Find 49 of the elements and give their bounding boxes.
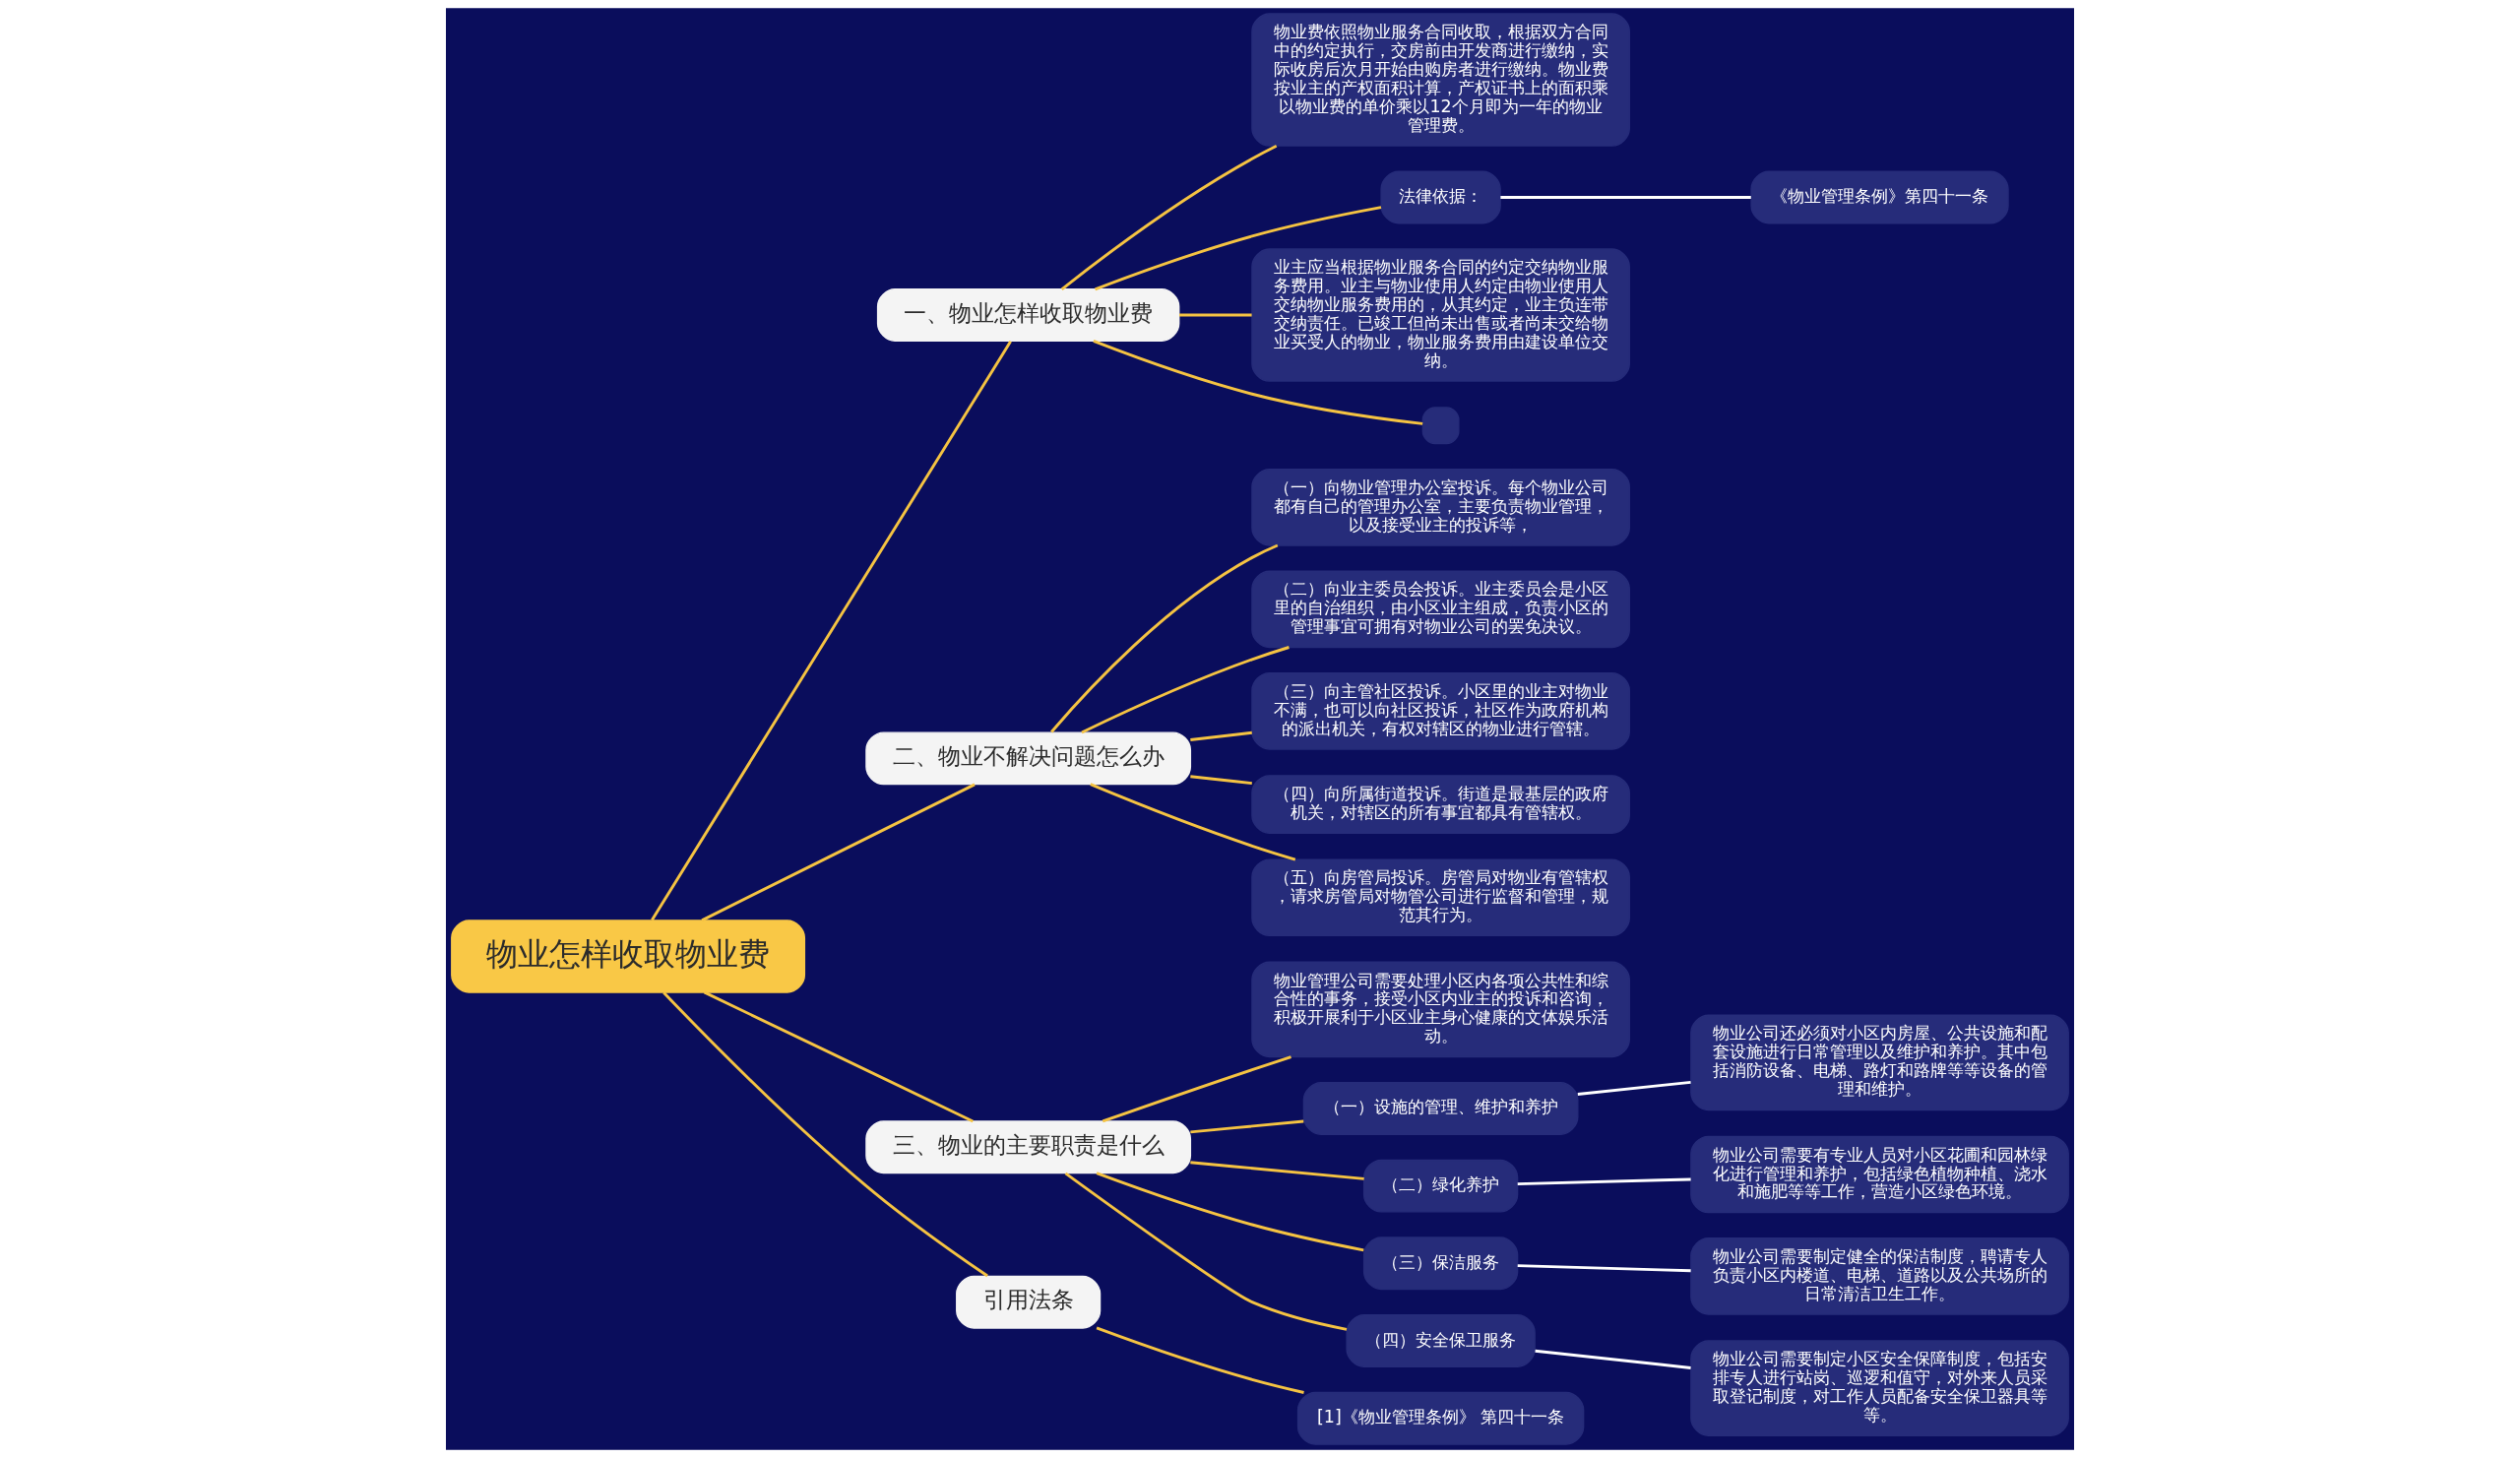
node-box: （三）向主管社区投诉。小区里的业主对物业不满，也可以向社区投诉，社区作为政府机构的派出机关，有权对辖区的物业进行管辖。 (1251, 671, 1630, 750)
node-box: （一）设施的管理、维护和养护 (1302, 1082, 1579, 1135)
node-box: 二、物业不解决问题怎么办 (865, 731, 1192, 786)
connector (1535, 1349, 1691, 1369)
node-box: 物业怎样收取物业费 (451, 919, 806, 993)
node-box: （四）安全保卫服务 (1346, 1314, 1536, 1367)
connector (1190, 775, 1252, 786)
connector (703, 990, 974, 1123)
node-box: 物业公司需要制定健全的保洁制度，聘请专人负责小区内楼道、电梯、道路以及公共场所的日常清洁卫生工作。 (1690, 1237, 2069, 1315)
connector (662, 991, 988, 1278)
connector (1190, 1119, 1304, 1134)
node-box: （二）向业主委员会投诉。业主委员会是小区里的自治组织，由小区业主组成，负责小区的管理事宜可拥有对物业公司的罢免决议。 (1251, 570, 1630, 649)
connector (1096, 1172, 1364, 1252)
connector (1102, 1055, 1292, 1123)
connector (1095, 206, 1382, 291)
connector (1577, 1080, 1691, 1096)
node-box: 引用法条 (956, 1275, 1102, 1329)
connector (1190, 1161, 1364, 1180)
node-box: 物业费依照物业服务合同收取，根据双方合同中的约定执行，交房前由开发商进行缴纳，实际收房后次月开始由购房者进行缴纳。物业费按业主的产权面积计算，产权证书上的面积乘以物业费的单价乘以12个月即为一年的物业管理费。 (1251, 13, 1630, 147)
node-box: （五）向房管局投诉。房管局对物业有管辖权，请求房管局对物管公司进行监督和管理，规范其行为。 (1251, 858, 1630, 937)
node-box: 物业公司需要有专业人员对小区花圃和园林绿化进行管理和养护，包括绿色植物种植、浇水和施肥等等工作，营造小区绿色环境。 (1690, 1135, 2069, 1214)
node-box: 法律依据： (1380, 170, 1501, 224)
node-box: （一）向物业管理办公室投诉。每个物业公司都有自己的管理办公室，主要负责物业管理，以及接受业主的投诉等， (1251, 469, 1630, 546)
node-box (1421, 407, 1460, 445)
connector (1096, 1326, 1304, 1394)
node-box: 物业管理公司需要处理小区内各项公共性和综合性的事务，接受小区内业主的投诉和咨询，积极开展利于小区业主身心健康的文体娱乐活动。 (1251, 961, 1630, 1058)
connector (1179, 313, 1252, 317)
connector (1090, 783, 1296, 861)
connector (1060, 144, 1278, 290)
node-box: 一、物业怎样收取物业费 (876, 288, 1180, 343)
connector (1093, 340, 1423, 425)
node-box: （二）绿化养护 (1362, 1159, 1519, 1213)
connector (1517, 1177, 1691, 1186)
node-box: [1]《物业管理条例》 第四十一条 (1296, 1391, 1585, 1445)
node-box: 物业公司还必须对小区内房屋、公共设施和配套设施进行日常管理以及维护和养护。其中包括消防设备、电梯、路灯和路牌等等设备的管理和维护。 (1690, 1014, 2069, 1111)
node-box: 物业公司需要制定小区安全保障制度，包括安排专人进行站岗、巡逻和值守，对外来人员采取登记制度，对工作人员配备安全保卫器具等等。 (1690, 1340, 2069, 1436)
node-box: 业主应当根据物业服务合同的约定交纳物业服务费用。业主与物业使用人约定由物业使用人交纳物业服务费用的，从其约定，业主负连带交纳责任。已竣工但尚未出售或者尚未交给物业买受人的物业，物业服务费用由建设单位交纳。 (1251, 248, 1630, 382)
connector (651, 341, 1012, 921)
node-box: 《物业管理条例》第四十一条 (1750, 170, 2009, 224)
connector (701, 783, 976, 922)
node-box: 三、物业的主要职责是什么 (865, 1120, 1192, 1174)
node-box: （四）向所属街道投诉。街道是最基层的政府机关，对辖区的所有事宜都具有管辖权。 (1251, 775, 1630, 834)
connector (1064, 1172, 1348, 1331)
node-box: （三）保洁服务 (1362, 1236, 1519, 1291)
connector (1081, 646, 1290, 734)
connector (1500, 196, 1751, 200)
connector (1050, 543, 1279, 733)
connector (1190, 730, 1252, 741)
connector (1517, 1264, 1691, 1273)
